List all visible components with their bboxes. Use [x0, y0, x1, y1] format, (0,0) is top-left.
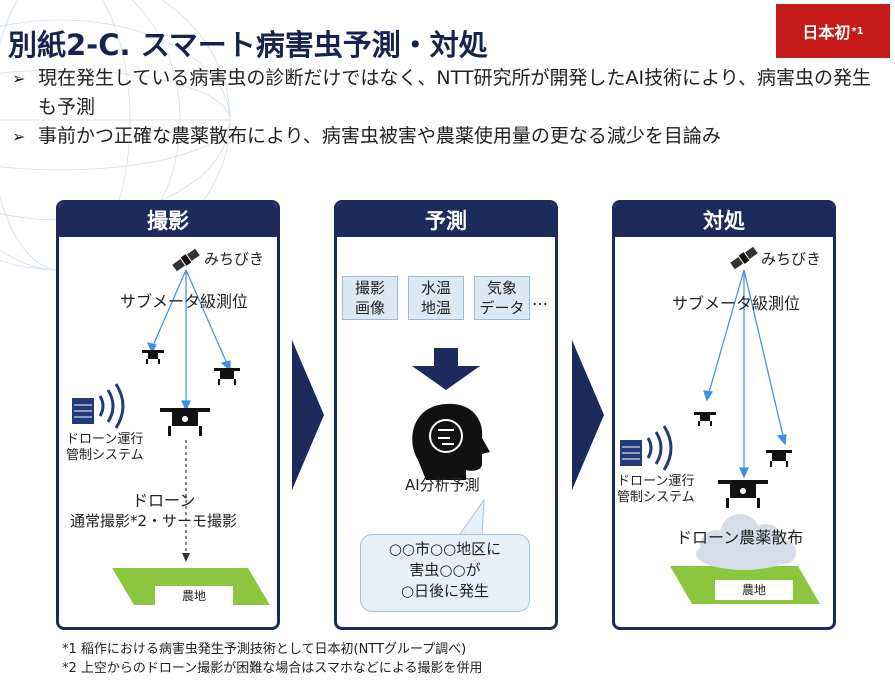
bubble-line: 害虫○○が	[409, 561, 481, 579]
drone-icon	[766, 450, 792, 467]
prediction-bubble: ○○市○○地区に 害虫○○が ○日後に発生	[360, 534, 530, 612]
tag-line: 画像	[354, 299, 385, 317]
ai-head-icon	[412, 403, 490, 480]
drone-mode-label: 通常撮影*2・サーモ撮影	[70, 512, 238, 530]
input-tag-image: 撮影 画像	[342, 276, 398, 320]
panel-header: 撮影	[59, 203, 277, 237]
control-system-line: ドローン運行	[617, 474, 695, 489]
input-tag-weather: 気象 データ	[474, 276, 530, 320]
badge-footnote-mark: *1	[851, 25, 864, 37]
footnote: *1 稲作における病害虫発生予測技術として日本初(NTTグループ調べ)	[62, 642, 467, 657]
drone-icon	[160, 408, 210, 436]
ellipsis: …	[532, 290, 548, 309]
bullet-item: ➢ 現在発生している病害虫の診断だけではなく、NTT研究所が開発したAI技術によ…	[8, 64, 888, 122]
arrow-down-icon	[412, 348, 480, 390]
ai-analysis-label: AI分析予測	[405, 476, 480, 494]
wireless-signal-icon	[646, 425, 673, 471]
control-system-line: ドローン運行	[66, 432, 144, 447]
page-title: 別紙2-C. スマート病害虫予測・対処	[8, 28, 488, 62]
positioning-label: サブメータ級測位	[120, 292, 249, 311]
first-in-japan-badge: 日本初*1	[776, 4, 890, 58]
panel-header: 対処	[615, 203, 833, 237]
control-system-line: 管制システム	[66, 448, 144, 463]
countermeasure-diagram	[620, 246, 820, 604]
satellite-icon	[730, 246, 758, 270]
bubble-line: ○日後に発生	[400, 582, 490, 600]
tag-line: 水温	[420, 279, 451, 297]
chevron-right-icon	[572, 340, 604, 490]
drone-icon	[214, 368, 240, 385]
control-system-label: ドローン運行 管制システム	[66, 432, 144, 464]
footnote: *2 上空からのドローン撮影が困難な場合はスマホなどによる撮影を併用	[62, 661, 483, 676]
bubble-line: ○○市○○地区に	[388, 540, 502, 558]
control-system-label: ドローン運行 管制システム	[617, 474, 695, 506]
tag-line: 撮影	[354, 279, 385, 297]
server-icon	[72, 398, 94, 424]
badge-text: 日本初	[802, 23, 851, 42]
bullet-text: 事前かつ正確な農薬散布により、病害虫被害や農薬使用量の更なる減少を目論み	[38, 125, 721, 147]
satellite-label: みちびき	[761, 250, 822, 268]
drone-icon	[694, 412, 716, 426]
farmland-label: 農地	[715, 580, 793, 600]
server-icon	[620, 440, 642, 466]
bullet-text: 現在発生している病害虫の診断だけではなく、NTT研究所が開発したAI技術により、…	[38, 67, 871, 118]
chevron-right-icon	[292, 340, 324, 490]
spray-cloud-icon	[696, 514, 796, 570]
input-tag-temperature: 水温 地温	[408, 276, 464, 320]
prediction-diagram	[412, 348, 490, 537]
drone-icon	[718, 480, 768, 508]
panel-header: 予測	[337, 203, 555, 237]
bullet-item: ➢ 事前かつ正確な農薬散布により、病害虫被害や農薬使用量の更なる減少を目論み	[8, 122, 888, 151]
drone-icon	[142, 350, 164, 364]
control-system-line: 管制システム	[617, 490, 695, 505]
arrow-bullet-icon: ➢	[12, 69, 26, 88]
bullet-list: ➢ 現在発生している病害虫の診断だけではなく、NTT研究所が開発したAI技術によ…	[8, 64, 888, 151]
satellite-icon	[172, 248, 200, 272]
arrow-bullet-icon: ➢	[12, 127, 26, 146]
tag-line: 気象	[486, 279, 517, 297]
tag-line: データ	[479, 299, 525, 317]
farmland-label: 農地	[155, 586, 233, 606]
drone-label: ドローン	[132, 491, 196, 510]
wireless-signal-icon	[98, 383, 125, 429]
tag-line: 地温	[420, 299, 451, 317]
drone-spraying-label: ドローン農薬散布	[676, 528, 804, 547]
positioning-label: サブメータ級測位	[672, 294, 801, 313]
satellite-label: みちびき	[204, 250, 265, 268]
